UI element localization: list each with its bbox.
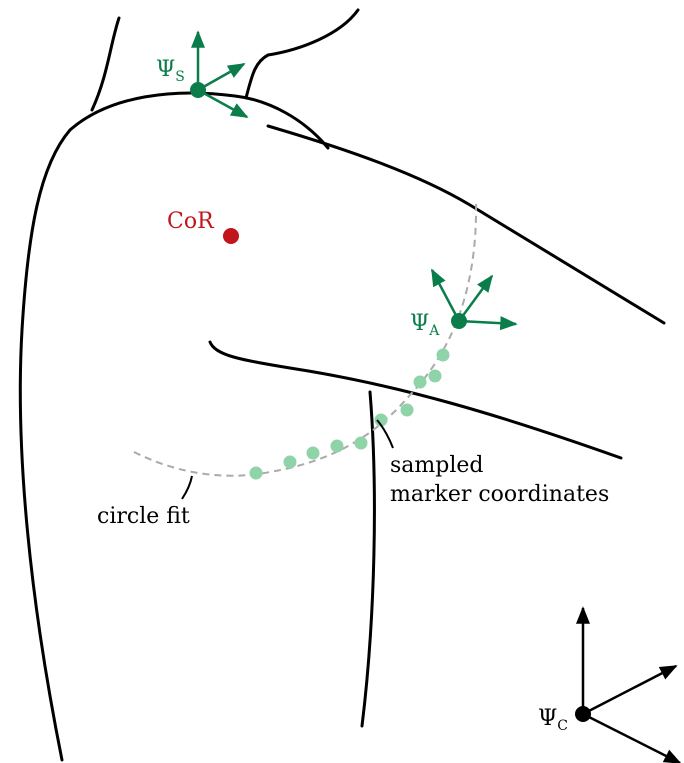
neck-right-line [246, 10, 358, 98]
psi-c-origin [575, 706, 591, 722]
frame-psi-s [198, 32, 247, 117]
neck-left-line [92, 18, 119, 110]
frame-psi-c [583, 608, 680, 763]
psi-a-axis-upleft [432, 270, 459, 321]
psi-a-axis-right [459, 321, 516, 324]
circle-fit-label: circle fit [97, 504, 190, 529]
sampled-label-line2: marker coordinates [390, 482, 609, 507]
cor-point [223, 228, 239, 244]
frame-psi-a [432, 270, 516, 324]
circle-fit-leader-line [182, 476, 192, 499]
marker-dot [307, 447, 320, 460]
marker-dot [437, 349, 450, 362]
marker-dot [355, 437, 368, 450]
psi-s-origin [190, 82, 206, 98]
psi-a-axis-upright [459, 276, 492, 321]
marker-dot [401, 404, 414, 417]
marker-dot [250, 467, 263, 480]
circle-fit-arc [134, 200, 476, 476]
psi-s-label: ΨS [156, 57, 185, 85]
psi-a-label: ΨA [410, 311, 440, 339]
shoulder-top-line [20, 93, 328, 760]
sampled-label-line1: sampled [390, 453, 484, 478]
body-outline [20, 10, 664, 760]
arm-upper-line [210, 342, 621, 458]
psi-c-axis-upright [583, 666, 676, 714]
marker-dot [429, 370, 442, 383]
psi-c-axis-downright [583, 714, 680, 763]
marker-dot [331, 440, 344, 453]
psi-a-origin [451, 313, 467, 329]
cor-label: CoR [167, 209, 215, 234]
marker-dot [284, 456, 297, 469]
psi-c-label: ΨC [538, 706, 568, 734]
marker-dot [414, 376, 427, 389]
